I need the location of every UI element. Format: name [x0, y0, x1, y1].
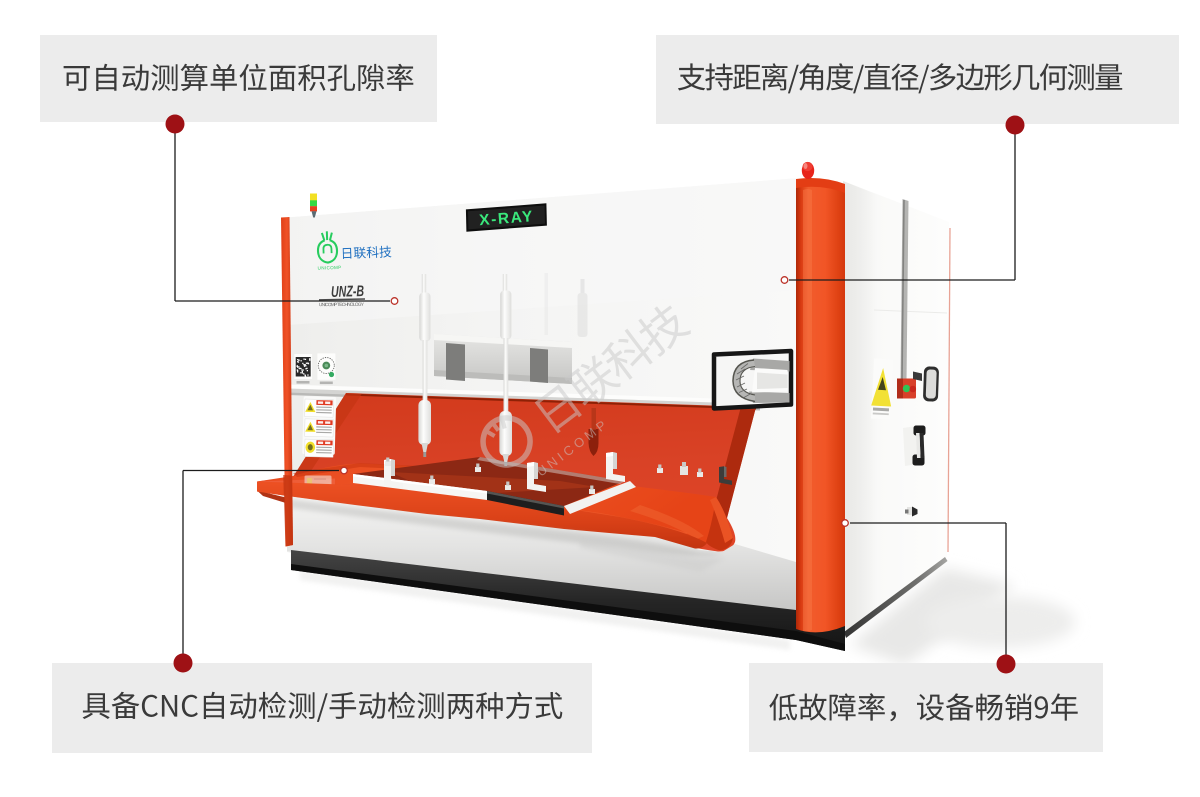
- svg-text:UNZ-B: UNZ-B: [331, 283, 364, 301]
- svg-text:UNICOMP: UNICOMP: [318, 265, 342, 271]
- svg-text:UNICOMP TECHNOLOGY: UNICOMP TECHNOLOGY: [319, 302, 365, 307]
- svg-text:X-RAY: X-RAY: [479, 208, 535, 229]
